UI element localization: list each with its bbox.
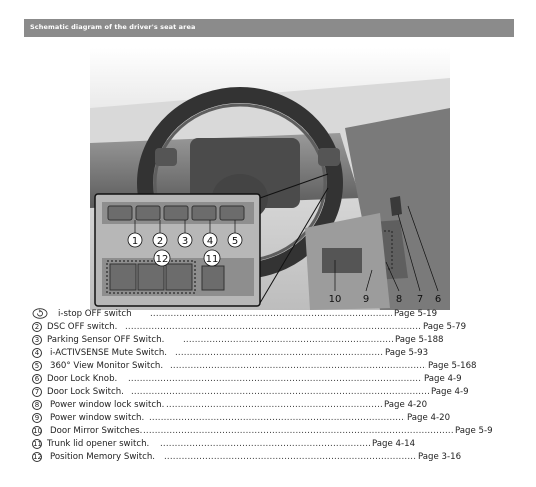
trunk-opener-button xyxy=(201,265,225,291)
legend-page: Page 5-9 xyxy=(455,426,493,436)
leader-dots: ........................................… xyxy=(149,413,405,423)
inset-callout-3: 3 xyxy=(177,232,193,248)
legend-label: 360° View Monitor Switch. xyxy=(50,361,164,371)
callout-text: 12 xyxy=(156,254,169,265)
legend-label: Door Lock Knob. xyxy=(47,374,118,384)
callout-8: 8 xyxy=(396,294,402,305)
legend-row: 3 Parking Sensor OFF Switch. ...........… xyxy=(32,334,512,346)
leader-dots: ........................................… xyxy=(170,361,426,371)
legend-page: Page 3-16 xyxy=(418,452,462,462)
legend-row: 7 Door Lock Switch. ....................… xyxy=(32,386,512,398)
leader-dots: ........................................… xyxy=(150,309,392,319)
legend-page: Page 4-20 xyxy=(384,400,428,410)
section-title: Schematic diagram of the driver's seat a… xyxy=(30,23,196,31)
section-header-bar: Schematic diagram of the driver's seat a… xyxy=(24,19,514,37)
inset-callout-4: 4 xyxy=(202,232,218,248)
legend-row: 2 DSC OFF switch. ......................… xyxy=(32,321,512,333)
callout-10: 10 xyxy=(329,294,342,305)
legend-number: 3 xyxy=(32,335,42,345)
callout-6: 6 xyxy=(435,294,441,305)
legend-page: Page 5-93 xyxy=(385,348,429,358)
legend-row: 6 Door Lock Knob. ......................… xyxy=(32,373,512,385)
legend-row: 11 Trunk lid opener switch. ............… xyxy=(32,438,512,450)
leader-dots: ........................................… xyxy=(131,387,429,397)
leader-dots: ........................................… xyxy=(183,335,393,345)
legend-label: Parking Sensor OFF Switch. xyxy=(47,335,165,345)
legend-page: Page 4-20 xyxy=(407,413,451,423)
legend-page: Page 5-168 xyxy=(428,361,477,371)
leader-dots: ........................................… xyxy=(166,400,382,410)
legend-label: Power window switch. xyxy=(50,413,145,423)
legend-label: Power window lock switch. xyxy=(50,400,165,410)
legend-number: 8 xyxy=(32,400,42,410)
inset-callout-2: 2 xyxy=(152,232,168,248)
legend-row: 4 i-ACTIVSENSE Mute Switch. ............… xyxy=(32,347,512,359)
legend-page: Page 4-9 xyxy=(424,374,462,384)
door-lock-switch xyxy=(390,196,402,216)
legend-label: i-ACTIVSENSE Mute Switch. xyxy=(50,348,168,358)
legend-label: Position Memory Switch. xyxy=(50,452,156,462)
leader-dots: ........................................… xyxy=(143,426,453,436)
legend-number: 10 xyxy=(32,426,42,436)
callout-text: 3 xyxy=(182,236,188,247)
callout-text: 4 xyxy=(207,236,213,247)
inset-callout-5: 5 xyxy=(227,232,243,248)
callout-7: 7 xyxy=(417,294,423,305)
callout-text: 2 xyxy=(157,236,163,247)
legend-label: Door Lock Switch. xyxy=(47,387,124,397)
callout-text: 11 xyxy=(206,254,219,265)
leader-dots: ........................................… xyxy=(128,374,422,384)
legend-label: i-stop OFF switch xyxy=(58,309,132,319)
drivers-seat-area-illustration: 1 2 3 4 5 12 11 xyxy=(90,48,450,310)
legend-number: 2 xyxy=(32,322,42,332)
callout-text: 5 xyxy=(232,236,238,247)
legend-row: 5 360° View Monitor Switch. ............… xyxy=(32,360,512,372)
legend-number: 11 xyxy=(32,439,42,449)
legend-label: Door Mirror Switches. xyxy=(50,426,143,436)
legend-number: 7 xyxy=(32,387,42,397)
legend-number: 4 xyxy=(32,348,42,358)
legend-page: Page 5-188 xyxy=(395,335,444,345)
legend-number: 5 xyxy=(32,361,42,371)
legend-row: 12 Position Memory Switch. .............… xyxy=(32,451,512,463)
legend-page: Page 4-14 xyxy=(372,439,416,449)
legend-label: Trunk lid opener switch. xyxy=(47,439,150,449)
legend-row: i-stop OFF switch ......................… xyxy=(32,308,512,320)
position-memory-highlight xyxy=(106,260,196,294)
legend-number: 12 xyxy=(32,452,42,462)
leader-dots: ........................................… xyxy=(160,439,370,449)
legend-number: 9 xyxy=(32,413,42,423)
legend-row: 8 Power window lock switch. ............… xyxy=(32,399,512,411)
air-vent-right xyxy=(318,148,340,166)
legend-row: 10 Door Mirror Switches. ...............… xyxy=(32,425,512,437)
legend-page: Page 4-9 xyxy=(431,387,469,397)
inset-callout-12: 12 xyxy=(153,249,171,267)
air-vent-left xyxy=(155,148,177,166)
legend-page: Page 5-19 xyxy=(394,309,438,319)
inset-callout-11: 11 xyxy=(203,249,221,267)
legend-number: 6 xyxy=(32,374,42,384)
legend-row: 9 Power window switch. .................… xyxy=(32,412,512,424)
leader-dots: ........................................… xyxy=(164,452,416,462)
istop-icon xyxy=(32,308,48,319)
callout-9: 9 xyxy=(363,294,369,305)
legend-page: Page 5-79 xyxy=(423,322,467,332)
callout-text: 1 xyxy=(132,236,138,247)
inset-upper-buttons xyxy=(107,205,245,221)
leader-dots: ........................................… xyxy=(125,322,421,332)
legend-label: DSC OFF switch. xyxy=(47,322,118,332)
leader-dots: ........................................… xyxy=(175,348,383,358)
inset-callout-1: 1 xyxy=(127,232,143,248)
